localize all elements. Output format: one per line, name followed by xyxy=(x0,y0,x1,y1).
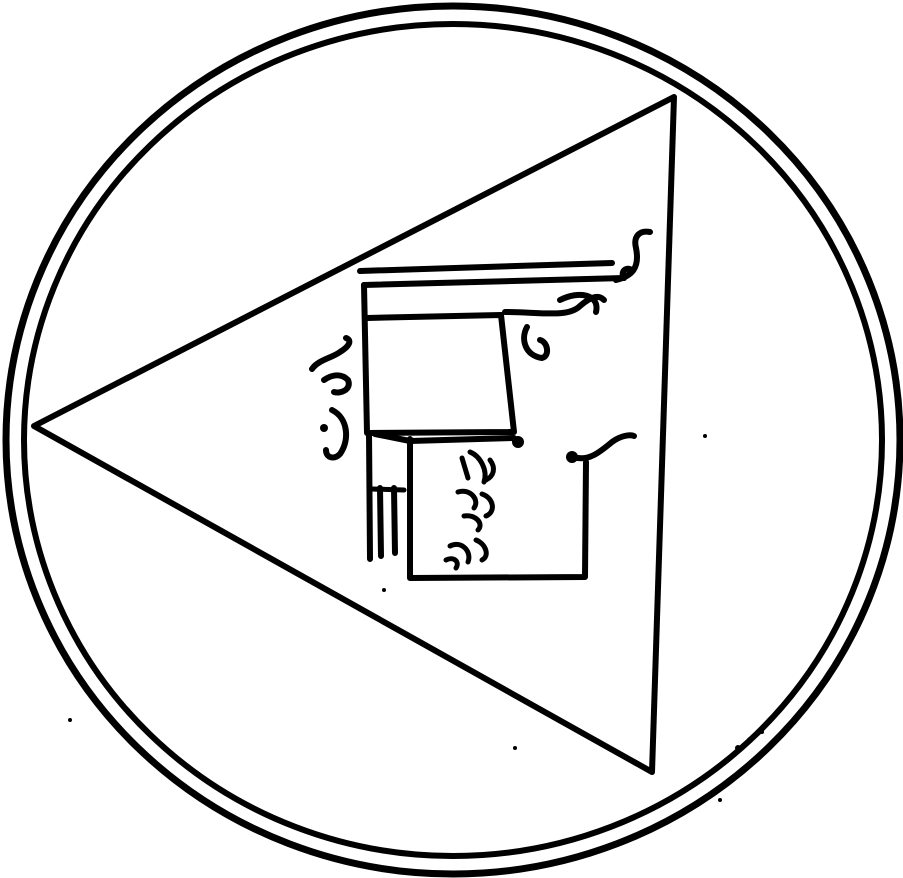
script-line-1 xyxy=(462,452,493,482)
left-dot xyxy=(320,424,328,432)
upper-box xyxy=(364,285,514,433)
lower-box xyxy=(410,439,586,578)
speck xyxy=(382,588,386,592)
flourish-right-tail xyxy=(574,435,634,458)
flourish-top-right xyxy=(616,232,650,280)
left-stroke-1 xyxy=(369,433,370,559)
speck xyxy=(68,718,72,722)
top-bar-outer xyxy=(360,263,612,271)
left-mark-lower xyxy=(326,410,346,457)
speck xyxy=(703,434,707,438)
speck xyxy=(735,745,741,751)
left-bar xyxy=(372,489,404,490)
speck xyxy=(718,798,722,802)
speck xyxy=(513,746,517,750)
left-stroke-3 xyxy=(394,488,395,553)
speck xyxy=(760,730,764,734)
speck xyxy=(747,737,753,743)
dot-right xyxy=(566,451,578,463)
flourish-right-mid xyxy=(505,295,604,314)
script-line-3 xyxy=(446,540,486,568)
triangle xyxy=(34,97,674,772)
left-stroke-2 xyxy=(380,488,381,556)
left-mark-upper xyxy=(312,338,349,393)
script-line-2 xyxy=(458,491,492,530)
dot-mid xyxy=(512,436,524,448)
flourish-hook xyxy=(524,327,547,358)
top-bar-inner xyxy=(364,278,624,285)
